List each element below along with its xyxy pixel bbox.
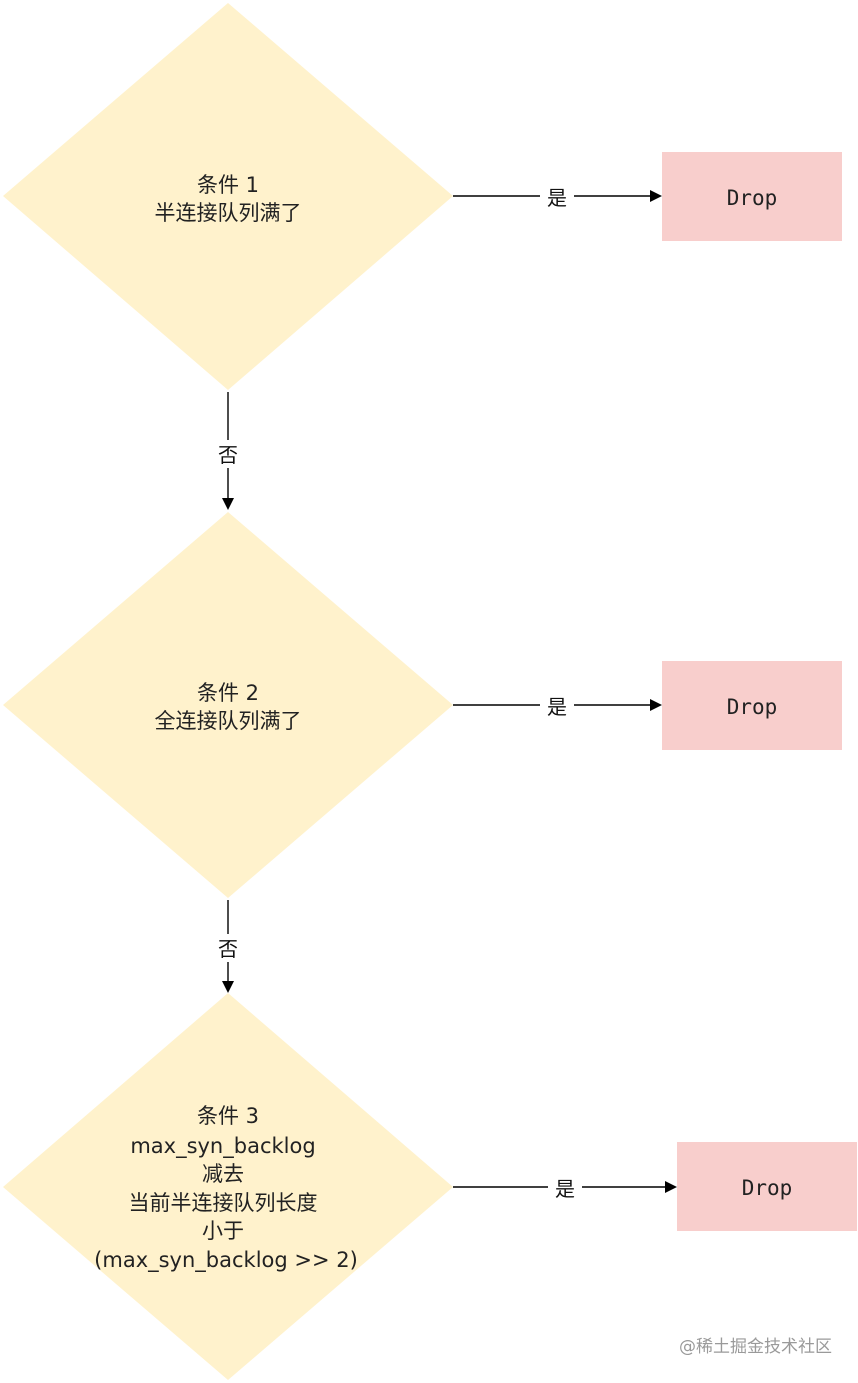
yes-edge-3-arrowhead [665, 1181, 677, 1193]
no-label-1: 否 [218, 443, 238, 467]
no-label-2-bg [213, 934, 243, 962]
yes-edge-1-arrowhead [650, 190, 662, 202]
yes-label-2-bg [540, 693, 574, 719]
drop-box-3-label: Drop [742, 1176, 793, 1200]
drop-box-1 [662, 152, 842, 241]
no-edge-2-arrowhead [222, 981, 234, 993]
drop-box-3 [677, 1142, 857, 1231]
yes-label-1-bg [540, 184, 574, 210]
drop-box-2-label: Drop [727, 695, 778, 719]
yes-edge-2-arrowhead [650, 699, 662, 711]
yes-label-3: 是 [555, 1177, 575, 1201]
condition-2-line-2: 全连接队列满了 [155, 709, 302, 733]
yes-label-3-bg [548, 1175, 582, 1201]
condition-3-diamond [3, 993, 453, 1380]
no-label-1-bg [213, 440, 243, 468]
condition-1-diamond [3, 3, 453, 390]
condition-3-line-1: 条件 3 [197, 1104, 259, 1128]
watermark: @稀土掘金技术社区 [679, 1337, 832, 1357]
yes-label-2: 是 [547, 695, 567, 719]
condition-1-line-2: 半连接队列满了 [155, 201, 302, 225]
yes-label-1: 是 [547, 186, 567, 210]
condition-3-line-4: 当前半连接队列长度 [129, 1191, 318, 1215]
condition-2-diamond [3, 512, 453, 898]
condition-3-line-2: max_syn_backlog [130, 1134, 315, 1159]
no-edge-1-arrowhead [222, 498, 234, 510]
condition-2-line-1: 条件 2 [197, 681, 259, 705]
condition-3-line-3: 减去 [202, 1162, 244, 1186]
condition-1-line-1: 条件 1 [197, 173, 259, 197]
condition-3-line-5: 小于 [202, 1219, 244, 1243]
drop-box-2 [662, 661, 842, 750]
drop-box-1-label: Drop [727, 186, 778, 210]
no-label-2: 否 [218, 937, 238, 961]
condition-3-line-6: (max_syn_backlog >> 2) [94, 1248, 358, 1273]
